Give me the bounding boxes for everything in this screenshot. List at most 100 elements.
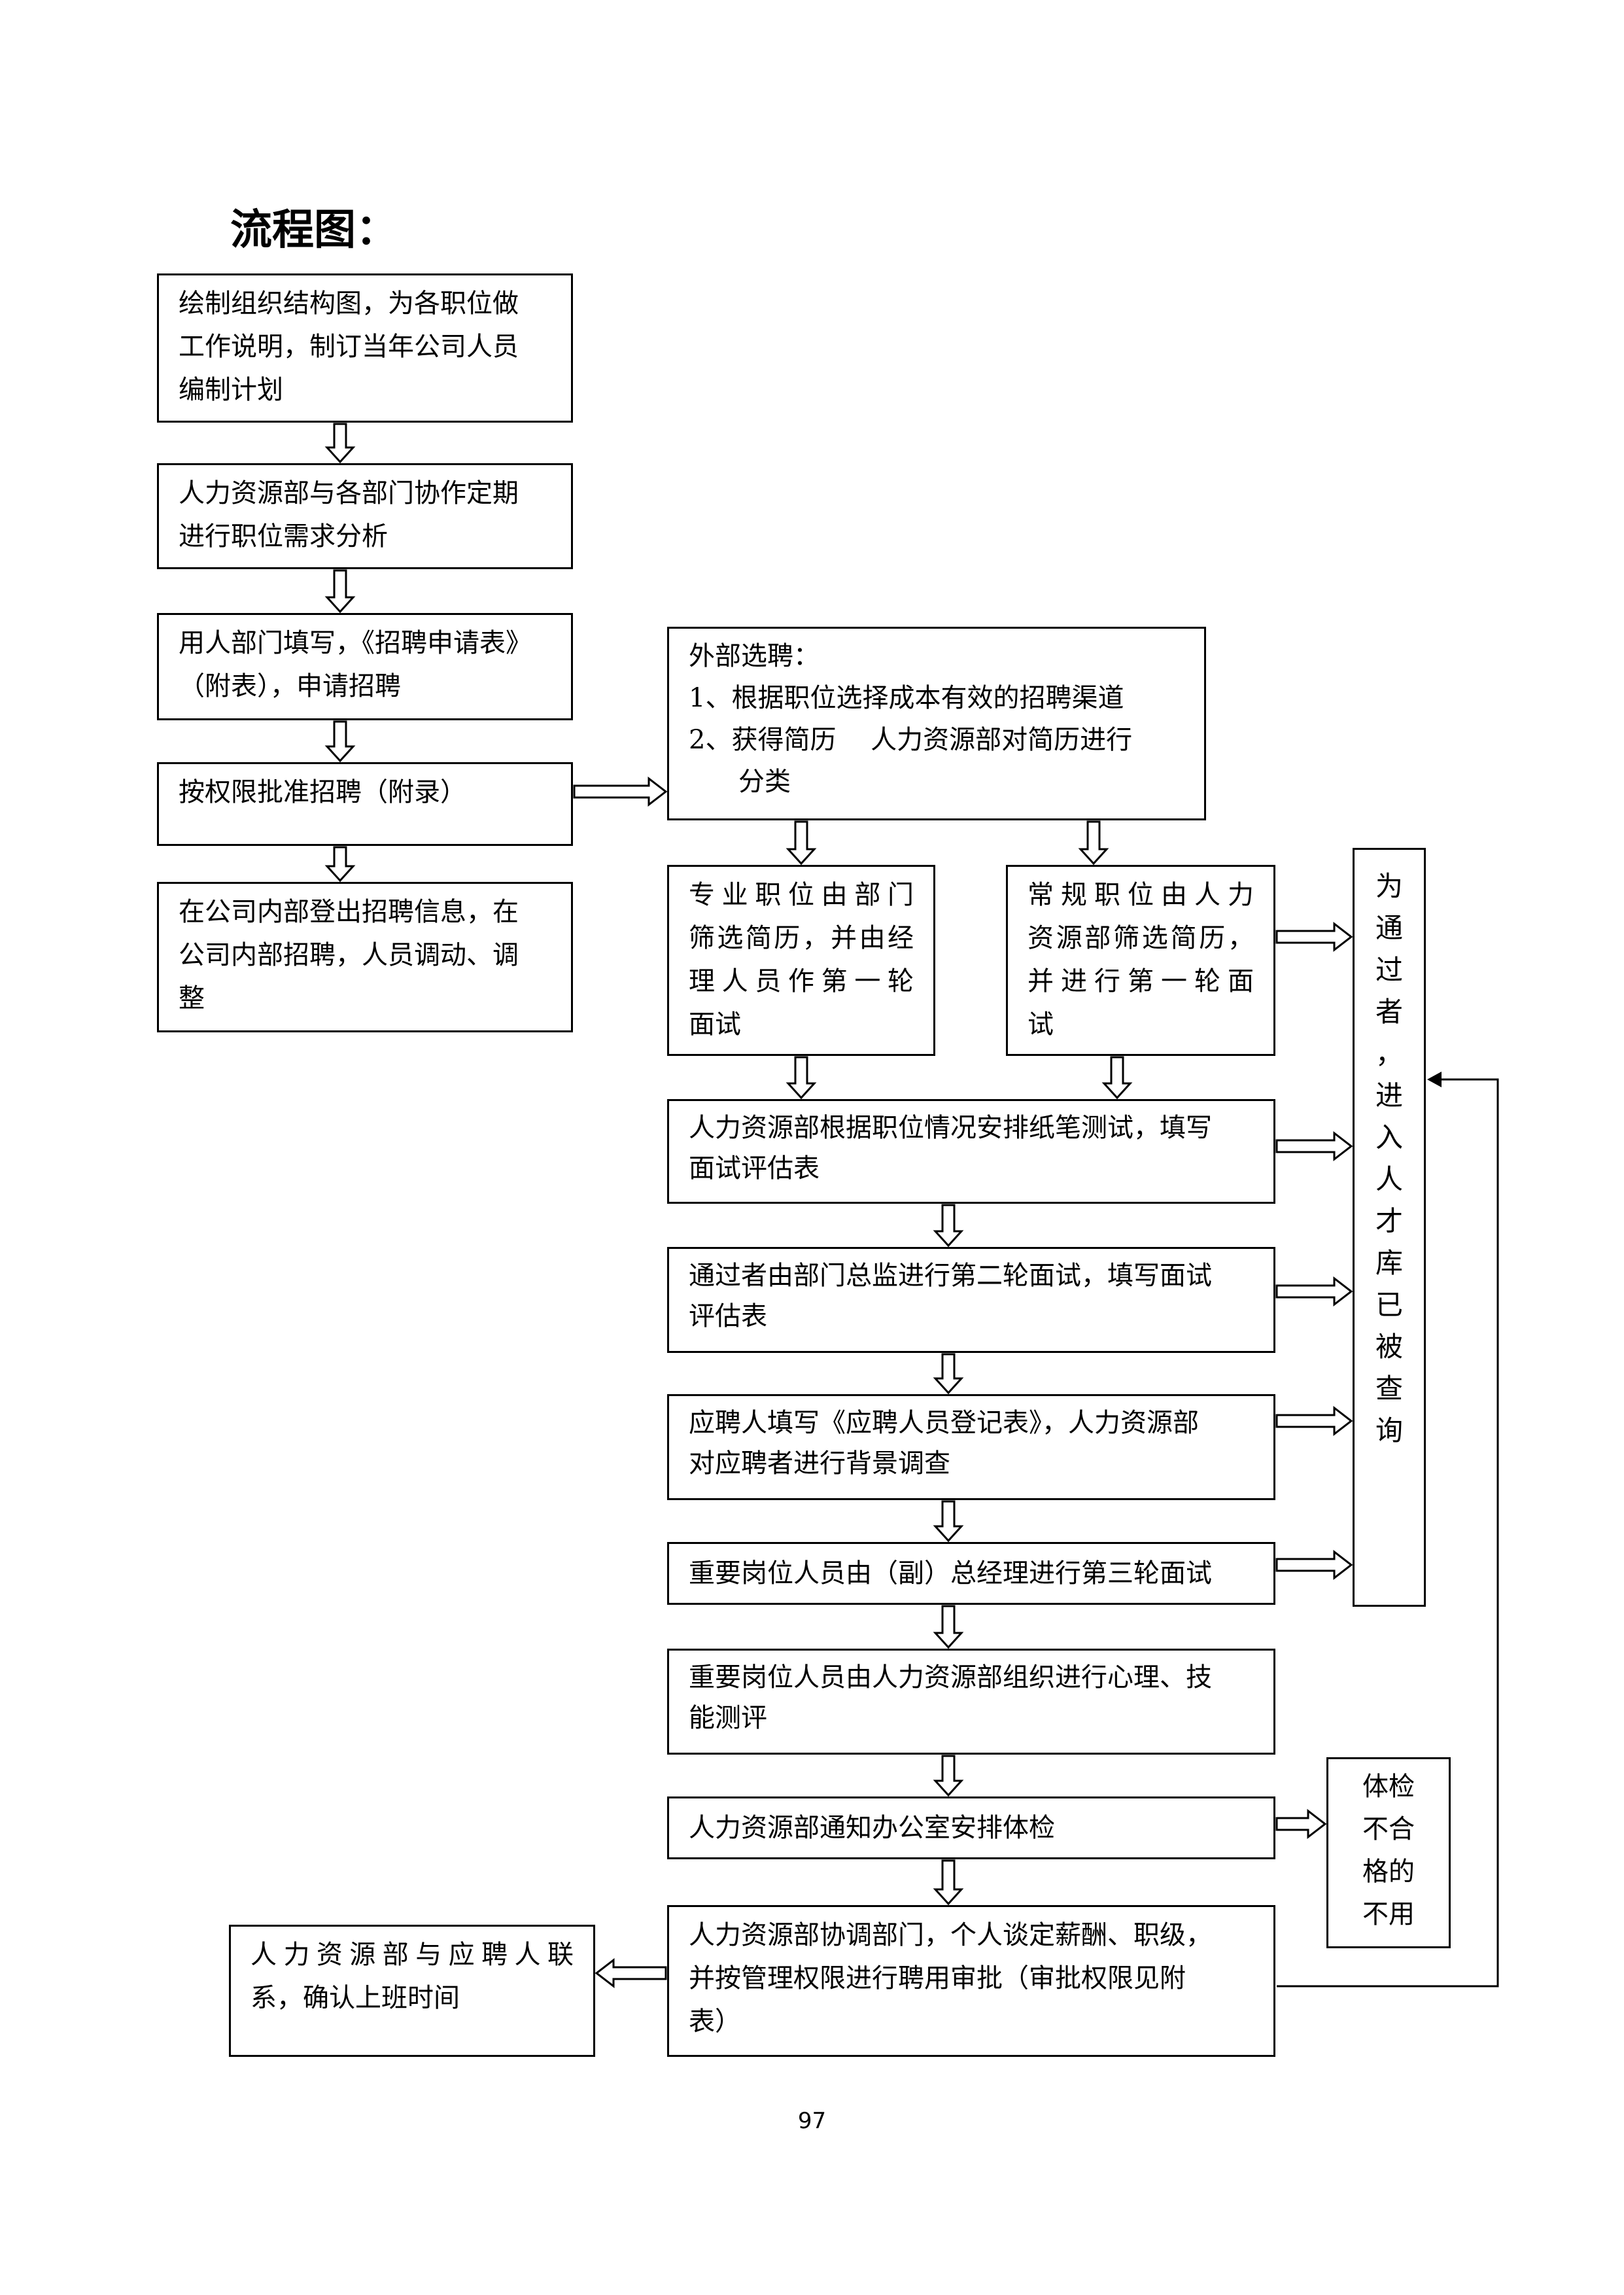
step-third-interview: 重要岗位人员由（副）总经理进行第三轮面试 [667, 1542, 1275, 1605]
step-professional-screening: 专业职位由部门 筛选简历，并由经 理人员作第一轮 面试 [667, 865, 935, 1056]
step-line: 人力资源部协调部门，个人谈定薪酬、职级， [689, 1920, 1212, 1950]
step-registration: 应聘人填写《应聘人员登记表》，人力资源部 对应聘者进行背景调查 [667, 1394, 1275, 1500]
medical-fail-note: 体检 不合 格的 不用 [1326, 1757, 1451, 1948]
step-written-test: 人力资源部根据职位情况安排纸笔测试，填写 面试评估表 [667, 1099, 1275, 1204]
step-line: 编制计划 [179, 375, 283, 405]
talent-pool-char: 人 [1375, 1163, 1403, 1195]
step-line: 1、根据职位选择成本有效的招聘渠道 [689, 683, 1124, 713]
step-line: 专业职位由部门 [689, 880, 914, 910]
step-line: 筛选简历，并由经 [689, 923, 914, 953]
talent-pool-char: 通 [1375, 912, 1403, 944]
feedback-line [1277, 1078, 1499, 1988]
right-arrow-icon [1275, 921, 1353, 953]
down-arrow-icon [786, 1056, 817, 1100]
step-line: 重要岗位人员由（副）总经理进行第三轮面试 [689, 1558, 1212, 1588]
step-line: 面试评估表 [689, 1153, 820, 1183]
down-arrow-icon [324, 569, 356, 614]
talent-pool-char: 进 [1375, 1079, 1403, 1112]
down-arrow-icon [933, 1353, 964, 1395]
talent-pool-char: 为 [1375, 870, 1403, 902]
down-arrow-icon [933, 1500, 964, 1543]
step-line: 试 [1028, 1009, 1054, 1040]
step-line: 人力资源部通知办公室安排体检 [689, 1813, 1055, 1843]
step-line: 应聘人填写《应聘人员登记表》，人力资源部 [689, 1408, 1199, 1438]
down-arrow-icon [324, 720, 356, 763]
step-line: 通过者由部门总监进行第二轮面试，填写面试 [689, 1261, 1212, 1291]
step-approve: 按权限批准招聘（附录） [157, 762, 573, 846]
step-line: 人力资源部根据职位情况安排纸笔测试，填写 [689, 1113, 1212, 1143]
step-line: 绘制组织结构图，为各职位做 [179, 289, 519, 319]
step-internal-recruit: 在公司内部登出招聘信息，在 公司内部招聘，人员调动、调 整 [157, 882, 573, 1032]
page-number: 97 [797, 2108, 827, 2134]
step-apply: 用人部门填写，《招聘申请表》 （附表），申请招聘 [157, 613, 573, 720]
step-contact-candidate: 人力资源部与应聘人联 系，确认上班时间 [229, 1925, 595, 2057]
step-line: 能测评 [689, 1703, 767, 1733]
talent-pool-char: 库 [1375, 1247, 1403, 1279]
step-line: 分类 [738, 767, 791, 797]
talent-pool-char: 才 [1375, 1205, 1403, 1237]
step-line: 进行职位需求分析 [179, 521, 388, 552]
down-arrow-icon [1101, 1056, 1133, 1100]
step-regular-screening: 常规职位由人力 资源部筛选简历， 并进行第一轮面 试 [1006, 865, 1275, 1056]
step-medical-check: 人力资源部通知办公室安排体检 [667, 1796, 1275, 1859]
step-line: 评估表 [689, 1301, 767, 1331]
step-line: 系，确认上班时间 [251, 1983, 460, 2013]
left-arrow-icon [595, 1957, 667, 1989]
right-arrow-icon [1275, 1405, 1353, 1437]
step-line: 公司内部招聘，人员调动、调 [179, 940, 519, 970]
talent-pool-note: 为通过者 ， 进入人才库已被查询 [1353, 848, 1426, 1607]
step-line: 在公司内部登出招聘信息，在 [179, 897, 519, 927]
step-org-chart: 绘制组织结构图，为各职位做 工作说明，制订当年公司人员 编制计划 [157, 273, 573, 423]
talent-pool-char: 被 [1375, 1331, 1403, 1363]
step-line: 并按管理权限进行聘用审批（审批权限见附 [689, 1963, 1186, 1993]
step-line: 重要岗位人员由人力资源部组织进行心理、技 [689, 1662, 1212, 1692]
step-line: 面试 [689, 1009, 741, 1040]
down-arrow-icon [324, 846, 356, 883]
down-arrow-icon [324, 423, 356, 464]
step-negotiate-approve: 人力资源部协调部门，个人谈定薪酬、职级， 并按管理权限进行聘用审批（审批权限见附… [667, 1905, 1275, 2057]
note-line: 不合 [1362, 1814, 1415, 1844]
right-arrow-icon [1275, 1549, 1353, 1581]
step-line: 常规职位由人力 [1028, 880, 1254, 910]
step-assessment: 重要岗位人员由人力资源部组织进行心理、技 能测评 [667, 1649, 1275, 1755]
talent-pool-char: 过 [1375, 954, 1403, 986]
right-arrow-icon [1275, 1808, 1327, 1840]
step-external-selection: 外部选聘： 1、根据职位选择成本有效的招聘渠道 2、获得简历 人力资源部对简历进… [667, 627, 1206, 820]
step-line: （附表），申请招聘 [179, 671, 401, 701]
step-line: 表） [689, 2006, 741, 2037]
page-title: 流程图： [230, 206, 398, 254]
talent-pool-char: 查 [1375, 1373, 1403, 1405]
step-line: 理人员作第一轮 [689, 966, 914, 996]
talent-pool-char: 询 [1375, 1414, 1403, 1446]
down-arrow-icon [933, 1755, 964, 1797]
step-line: 按权限批准招聘（附录） [179, 777, 466, 807]
right-arrow-icon [573, 776, 668, 807]
step-demand-analysis: 人力资源部与各部门协作定期 进行职位需求分析 [157, 463, 573, 569]
note-line: 格的 [1362, 1857, 1415, 1887]
step-line: 外部选聘： [689, 641, 820, 671]
step-line: 人力资源部与各部门协作定期 [179, 478, 519, 508]
down-arrow-icon [933, 1859, 964, 1906]
talent-pool-char: ， [1375, 1038, 1403, 1070]
step-line: 整 [179, 983, 205, 1013]
right-arrow-icon [1275, 1130, 1353, 1162]
arrowhead-icon [1427, 1072, 1442, 1087]
step-second-interview: 通过者由部门总监进行第二轮面试，填写面试 评估表 [667, 1247, 1275, 1353]
note-line: 体检 [1362, 1772, 1415, 1802]
down-arrow-icon [1078, 820, 1109, 866]
talent-pool-char: 入 [1375, 1121, 1403, 1153]
note-line: 不用 [1362, 1899, 1415, 1929]
step-line: 并进行第一轮面 [1028, 966, 1254, 996]
talent-pool-char: 者 [1375, 996, 1403, 1028]
down-arrow-icon [933, 1204, 964, 1248]
step-line: 人力资源部与应聘人联 [251, 1940, 574, 1970]
step-line: 工作说明，制订当年公司人员 [179, 332, 519, 362]
step-line: 资源部筛选简历， [1028, 923, 1254, 953]
step-line: 2、获得简历 人力资源部对简历进行 [689, 725, 1133, 755]
step-line: 用人部门填写，《招聘申请表》 [179, 628, 532, 658]
step-line: 对应聘者进行背景调查 [689, 1448, 950, 1479]
down-arrow-icon [933, 1605, 964, 1649]
talent-pool-char: 已 [1375, 1289, 1403, 1321]
down-arrow-icon [786, 820, 817, 866]
